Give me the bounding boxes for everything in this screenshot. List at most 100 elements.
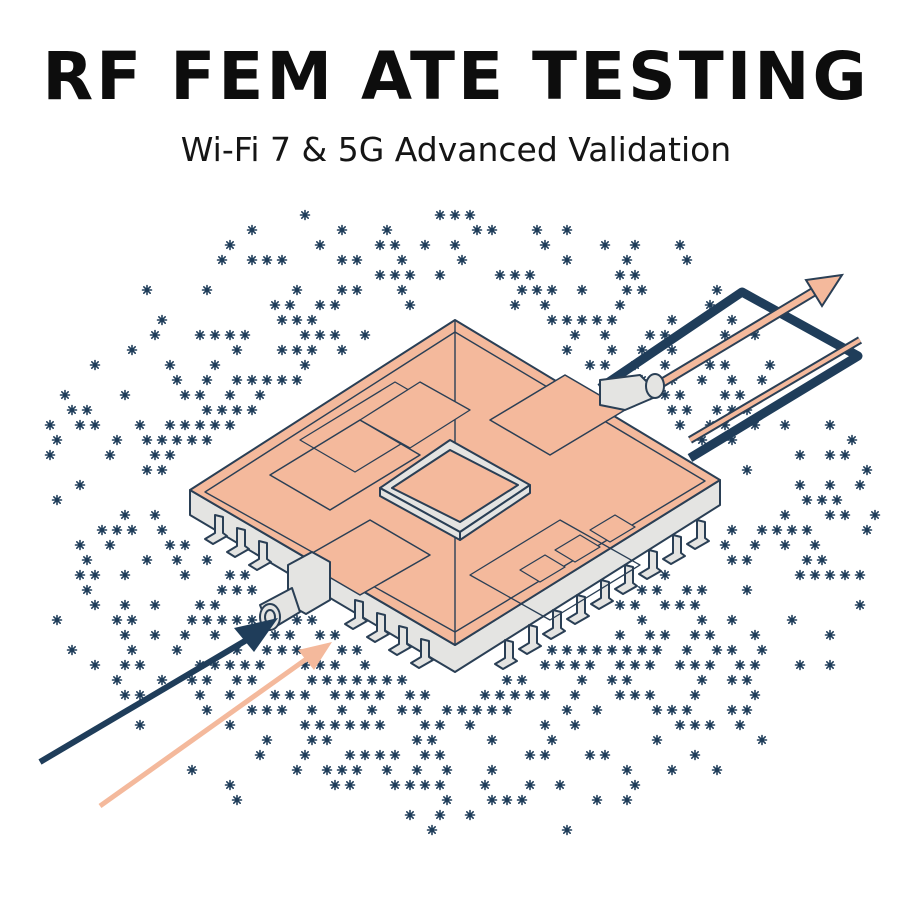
star-dot — [524, 749, 536, 761]
star-dot — [239, 329, 251, 341]
star-dot — [539, 239, 551, 251]
star-dot — [696, 584, 708, 596]
star-dot — [546, 284, 558, 296]
star-dot — [119, 659, 131, 671]
star-dot — [96, 524, 108, 536]
star-dot — [741, 554, 753, 566]
star-dot — [434, 749, 446, 761]
star-dot — [246, 614, 258, 626]
star-dot — [284, 689, 296, 701]
star-dot — [246, 584, 258, 596]
star-dot — [201, 554, 213, 566]
star-dot — [584, 749, 596, 761]
star-dot — [704, 359, 716, 371]
input-arrow-navy-head — [234, 618, 278, 652]
star-dot — [374, 239, 386, 251]
star-dot — [314, 629, 326, 641]
star-dot — [126, 644, 138, 656]
star-dot — [291, 344, 303, 356]
output-arrow-head — [804, 273, 845, 308]
star-dot — [711, 644, 723, 656]
star-dot — [321, 734, 333, 746]
star-dot — [291, 314, 303, 326]
star-dot — [644, 689, 656, 701]
star-dot — [246, 224, 258, 236]
star-dot — [801, 524, 813, 536]
star-dot — [561, 314, 573, 326]
star-dot — [479, 779, 491, 791]
star-dot — [696, 614, 708, 626]
star-dot — [516, 794, 528, 806]
star-dot — [336, 224, 348, 236]
star-dot — [824, 419, 836, 431]
star-dot — [689, 599, 701, 611]
star-dot — [779, 539, 791, 551]
star-dot — [576, 314, 588, 326]
star-dot — [629, 689, 641, 701]
star-dot — [329, 659, 341, 671]
star-dot — [351, 764, 363, 776]
star-dot — [404, 779, 416, 791]
star-dot — [696, 374, 708, 386]
star-dot — [299, 749, 311, 761]
star-dot — [389, 269, 401, 281]
star-dot — [224, 389, 236, 401]
star-dot — [734, 389, 746, 401]
star-dot — [216, 614, 228, 626]
star-dot — [111, 674, 123, 686]
star-dot — [591, 314, 603, 326]
star-dot — [644, 329, 656, 341]
star-dot — [576, 674, 588, 686]
star-dot — [569, 329, 581, 341]
star-dot — [779, 509, 791, 521]
star-dot — [314, 329, 326, 341]
star-dot — [554, 779, 566, 791]
star-dot — [74, 539, 86, 551]
star-dot — [569, 719, 581, 731]
star-dot — [441, 704, 453, 716]
star-dot — [284, 299, 296, 311]
star-dot — [276, 314, 288, 326]
star-dot — [201, 404, 213, 416]
star-dot — [179, 629, 191, 641]
star-dot — [276, 254, 288, 266]
star-dot — [156, 524, 168, 536]
star-dot — [614, 599, 626, 611]
star-dot — [531, 224, 543, 236]
star-dot — [344, 689, 356, 701]
star-dot — [351, 254, 363, 266]
star-dot — [254, 389, 266, 401]
star-dot — [516, 674, 528, 686]
star-dot — [209, 629, 221, 641]
star-dot — [149, 449, 161, 461]
star-dot — [839, 449, 851, 461]
star-dot — [389, 239, 401, 251]
star-dot — [164, 419, 176, 431]
star-dot — [74, 419, 86, 431]
star-dot — [74, 569, 86, 581]
star-dot — [464, 809, 476, 821]
star-dot — [794, 569, 806, 581]
star-dot — [434, 269, 446, 281]
star-dot — [224, 329, 236, 341]
star-dot — [231, 344, 243, 356]
star-dot — [659, 569, 671, 581]
star-dot — [231, 404, 243, 416]
star-dot — [614, 689, 626, 701]
star-dot — [494, 689, 506, 701]
star-dot — [606, 644, 618, 656]
star-dot — [674, 419, 686, 431]
star-dot — [261, 254, 273, 266]
star-dot — [111, 614, 123, 626]
star-dot — [209, 419, 221, 431]
star-dot — [156, 464, 168, 476]
star-dot — [861, 464, 873, 476]
star-dot — [336, 284, 348, 296]
star-dot — [216, 584, 228, 596]
star-dot — [404, 299, 416, 311]
star-dot — [554, 659, 566, 671]
star-dot — [66, 644, 78, 656]
star-dot — [201, 434, 213, 446]
star-dot — [201, 614, 213, 626]
star-dot — [389, 749, 401, 761]
